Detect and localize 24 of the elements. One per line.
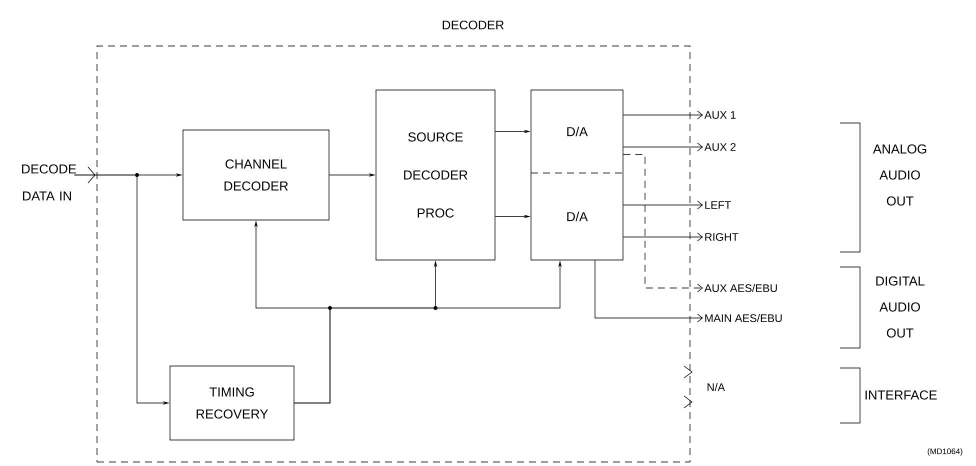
group-label: INTERFACE [866,390,937,400]
output-label: LEFT [705,201,731,209]
output-label: MAIN AES/EBU [705,314,782,322]
output-label: N/A [708,382,725,392]
arrow [623,142,704,152]
group-label: DIGITAL AUDIO OUT [876,276,924,338]
node-label: DECODER [442,20,504,30]
output-label: AUX 1 [704,111,736,119]
arrow [623,232,704,242]
arrow [623,200,704,210]
group-label: ANALOG AUDIO OUT [872,144,926,206]
output-label: RIGHT [705,233,738,241]
output-label: AUX AES/EBU [704,284,777,292]
input-label: DECODE DATA IN [22,164,76,200]
converter-box: D/A [530,90,624,174]
process-box: TIMING RECOVERY [170,366,294,440]
arrow [623,154,704,292]
figure-number: (MD1064) [928,448,962,456]
converter-box: D/A [530,172,624,260]
process-box: SOURCE DECODER PROC [376,90,496,260]
arrow [623,110,704,120]
arrow [594,260,704,322]
output-label: AUX 2 [704,143,736,151]
process-box: CHANNEL DECODER [182,130,330,220]
